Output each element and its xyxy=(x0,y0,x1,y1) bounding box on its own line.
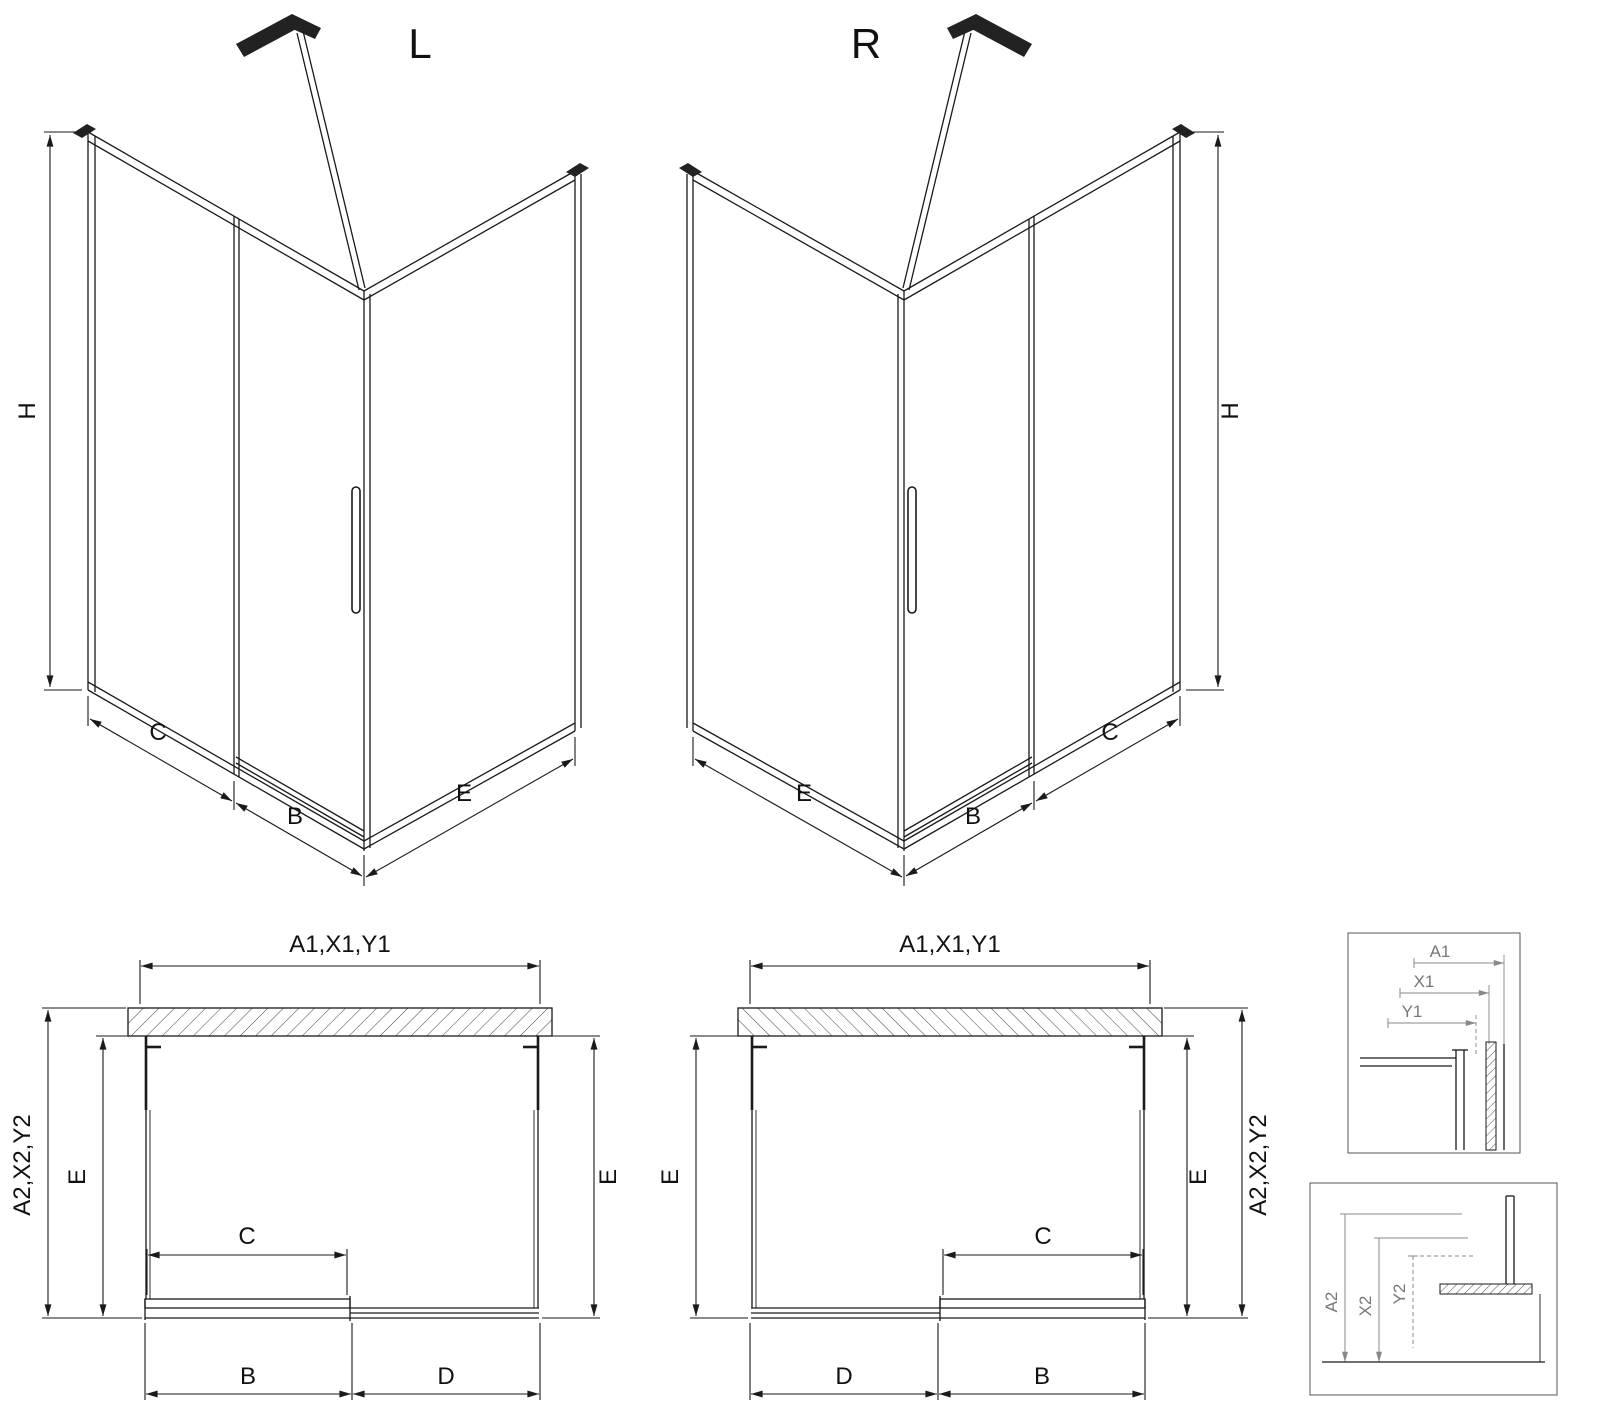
plan-right-b-label: B xyxy=(1034,1363,1050,1390)
plan-right-c-label: C xyxy=(1034,1223,1051,1250)
iso-left-h-label: H xyxy=(14,402,41,419)
iso-view-left xyxy=(44,14,589,886)
iso-right-h-label: H xyxy=(1217,402,1244,419)
plan-left-b-label: B xyxy=(240,1363,256,1390)
detail-y1-label: Y1 xyxy=(1402,1002,1423,1021)
plan-right-a1-label: A1,X1,Y1 xyxy=(899,931,1000,958)
iso-left-title-label: L xyxy=(408,20,431,67)
iso-right-b-label: B xyxy=(965,803,981,830)
plan-left-a2-label: A2,X2,Y2 xyxy=(9,1114,36,1215)
iso-left-c-label: C xyxy=(149,719,166,746)
plan-right-e-inner-label: E xyxy=(1185,1169,1212,1185)
plan-left-c-label: C xyxy=(238,1223,255,1250)
plan-left-e-inner-label: E xyxy=(64,1169,91,1185)
detail-view-top xyxy=(1347,932,1521,1154)
plan-right-d-label: D xyxy=(835,1363,852,1390)
detail-x1-label: X1 xyxy=(1414,972,1435,991)
iso-left-e-label: E xyxy=(456,780,472,807)
plan-view-right xyxy=(690,960,1248,1400)
plan-view-left xyxy=(42,960,600,1400)
iso-left-b-label: B xyxy=(287,803,303,830)
detail-view-bottom xyxy=(1309,1182,1558,1396)
plan-left-d-label: D xyxy=(437,1363,454,1390)
detail-a1-label: A1 xyxy=(1430,942,1451,961)
detail-y2-label: Y2 xyxy=(1390,1284,1409,1305)
detail-x2-label: X2 xyxy=(1356,1296,1375,1317)
iso-right-title-label: R xyxy=(851,20,881,67)
plan-right-a2-label: A2,X2,Y2 xyxy=(1245,1114,1272,1215)
detail-a2-label: A2 xyxy=(1322,1292,1341,1313)
labels: L H C B E R H E B C A1,X1,Y1 A2,X2,Y2 E … xyxy=(9,20,1450,1390)
plan-left-e-right-label: E xyxy=(595,1169,622,1185)
iso-right-c-label: C xyxy=(1101,719,1118,746)
iso-right-e-label: E xyxy=(796,780,812,807)
iso-view-right xyxy=(679,14,1224,886)
plan-left-a1-label: A1,X1,Y1 xyxy=(289,931,390,958)
plan-right-e-left-label: E xyxy=(657,1169,684,1185)
